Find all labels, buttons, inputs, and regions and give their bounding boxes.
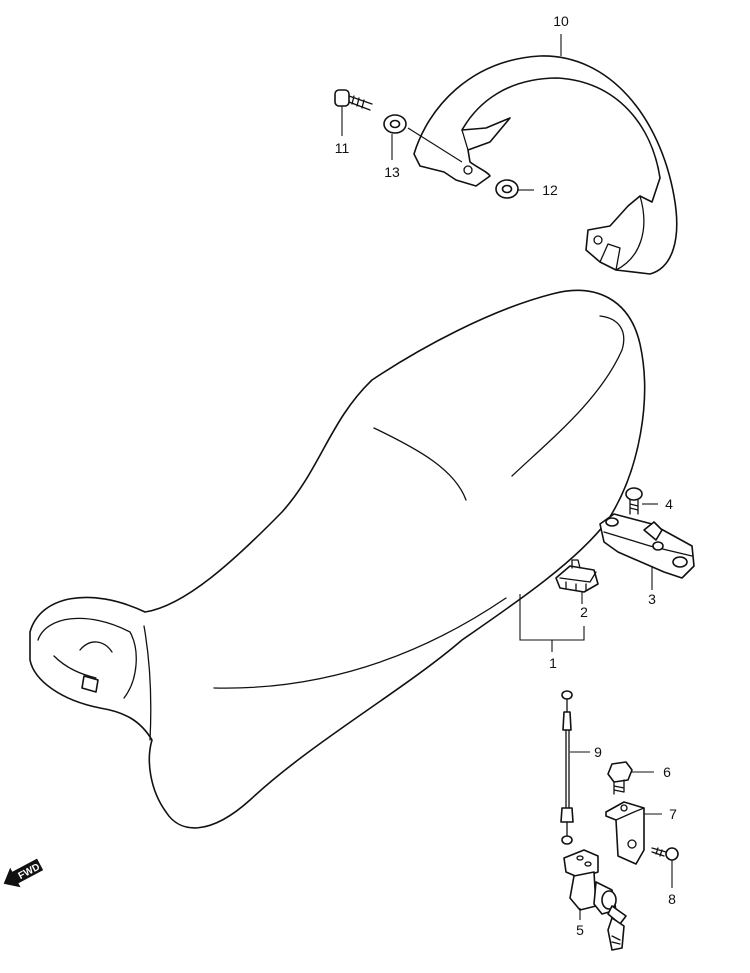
seat-part[interactable] xyxy=(29,289,646,829)
leader-1 xyxy=(519,594,585,652)
screw-part[interactable] xyxy=(625,487,643,515)
callout-7: 7 xyxy=(669,806,677,822)
forward-arrow-icon xyxy=(3,858,44,888)
mounting-plate-part[interactable] xyxy=(605,801,645,865)
grab-handle-part[interactable] xyxy=(413,55,678,275)
callout-9: 9 xyxy=(594,744,602,760)
callout-13: 13 xyxy=(384,164,400,180)
callout-5: 5 xyxy=(576,922,584,938)
callout-8: 8 xyxy=(668,891,676,907)
callout-10: 10 xyxy=(553,13,569,29)
seat-lock-cable-part[interactable] xyxy=(560,690,574,845)
key-lock-part[interactable] xyxy=(563,849,627,951)
callout-6: 6 xyxy=(663,764,671,780)
callout-11: 11 xyxy=(335,140,350,156)
cushion-part[interactable] xyxy=(555,559,599,593)
callout-3: 3 xyxy=(648,591,656,607)
callout-4: 4 xyxy=(665,496,673,512)
small-bolt-part[interactable] xyxy=(607,761,633,795)
forward-direction-badge: FWD xyxy=(3,858,44,888)
lock-bracket-part[interactable] xyxy=(599,513,695,579)
callout-2: 2 xyxy=(580,604,588,620)
nut-part[interactable] xyxy=(495,179,519,199)
callout-12: 12 xyxy=(542,182,558,198)
fwd-label: FWD xyxy=(17,862,42,882)
callout-1: 1 xyxy=(549,655,557,671)
washer-part[interactable] xyxy=(383,114,407,134)
bolt-part[interactable] xyxy=(334,89,373,111)
tapping-screw-part[interactable] xyxy=(651,847,679,861)
